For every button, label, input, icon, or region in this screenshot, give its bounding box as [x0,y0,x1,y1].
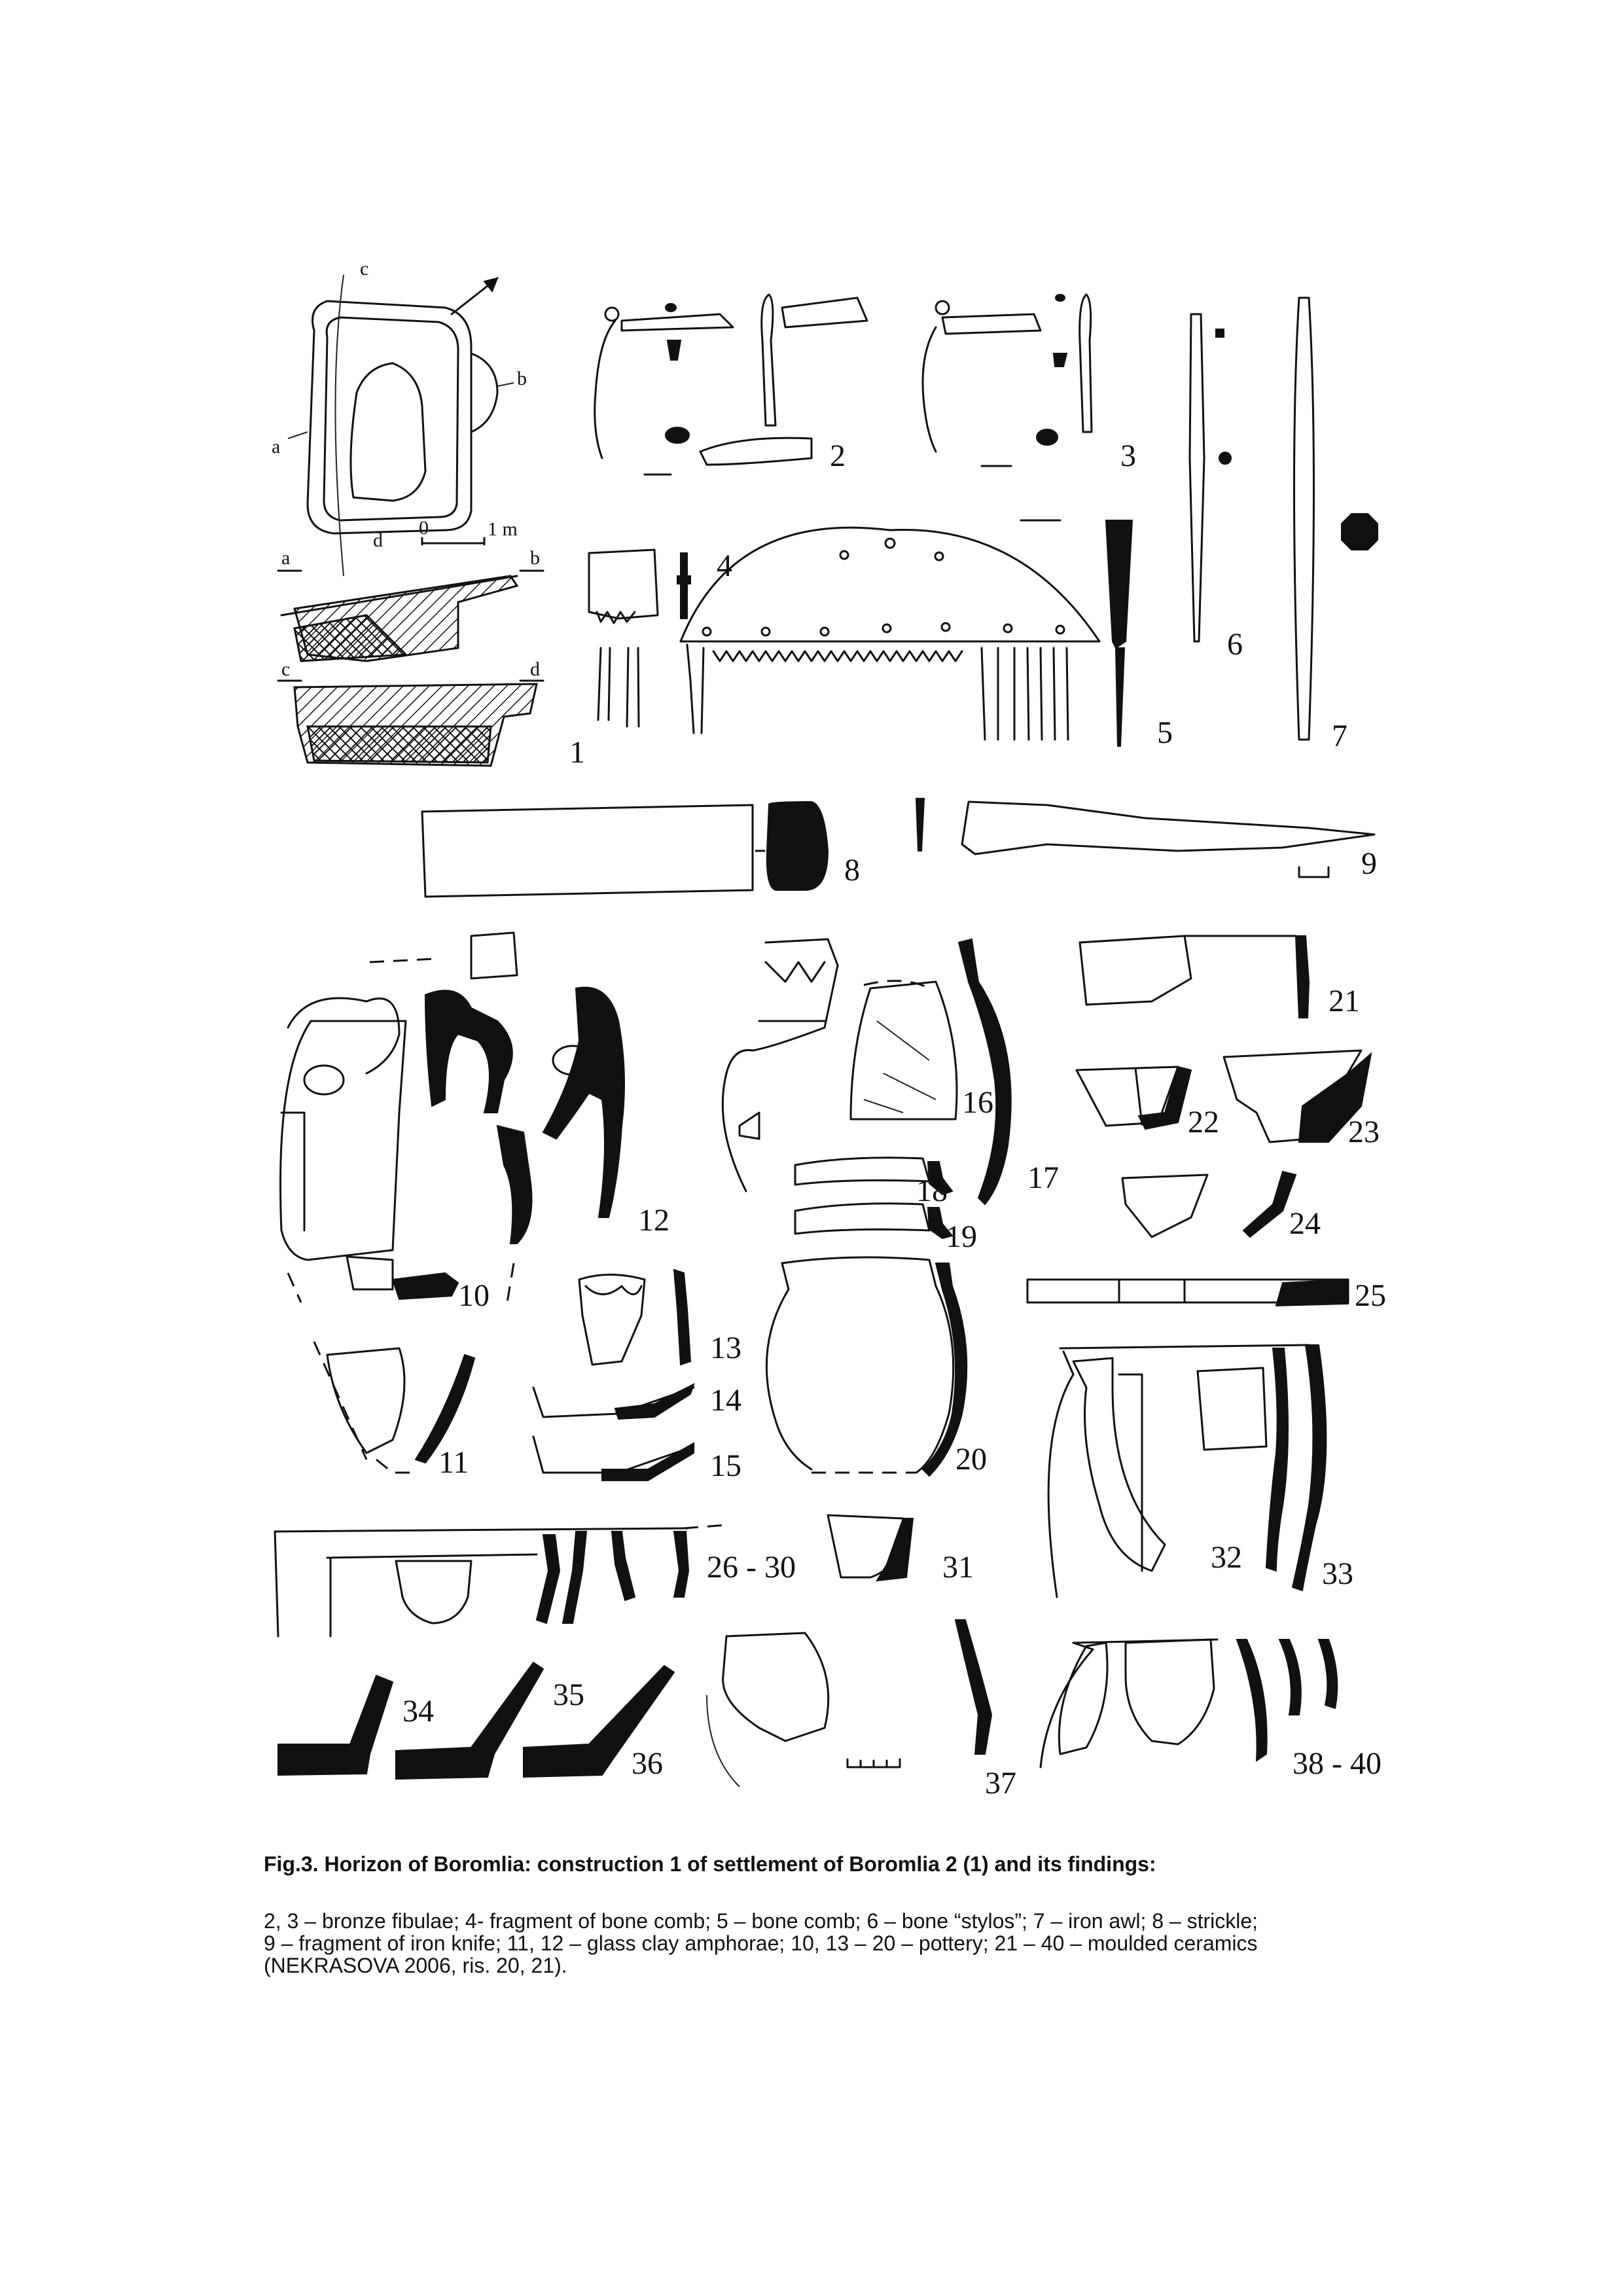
bone-stylus-5-side [1105,520,1133,747]
label-5: 5 [1157,715,1173,750]
iron-awl-7 [1293,296,1378,741]
pottery-16-17 [721,938,1012,1206]
moulded-ceramic-37 [706,1619,993,1787]
label-21: 21 [1329,984,1360,1018]
label-34: 34 [402,1694,434,1729]
construction-plan [287,274,514,577]
label-8: 8 [844,853,860,888]
plan-letter-a: a [272,436,280,457]
caption-line-2: 9 – fragment of iron knife; 11, 12 – gla… [264,1931,1258,1955]
label-23: 23 [1348,1115,1380,1149]
label-15: 15 [710,1448,741,1483]
label-32: 32 [1211,1540,1242,1575]
caption-line-3: (NEKRASOVA 2006, ris. 20, 21). [264,1954,567,1977]
label-38-40: 38 - 40 [1293,1746,1382,1781]
section-letter-c: c [281,658,290,680]
label-31: 31 [942,1550,974,1585]
moulded-ceramics-38-40 [1039,1638,1338,1768]
bone-comb-fragment-4 [588,548,691,728]
plan-letter-d: d [373,529,383,551]
label-1: 1 [569,735,585,770]
section-letter-b: b [530,547,540,569]
plan-letter-c: c [360,258,368,279]
plan-scale-label: 1 m [488,518,518,540]
label-7: 7 [1332,719,1347,753]
label-16: 16 [962,1085,993,1120]
label-6: 6 [1227,627,1243,662]
label-18: 18 [916,1174,948,1208]
moulded-ceramics-34-36 [277,1661,675,1780]
strickle-8 [421,800,829,898]
plan-scale-zero: 0 [419,517,429,539]
bronze-fibula-3 [921,293,1093,467]
label-2: 2 [830,439,846,473]
label-25: 25 [1355,1278,1386,1313]
glass-clay-amphora-10-11-12 [279,931,625,1474]
label-3: 3 [1120,439,1136,473]
pottery-13-14-15 [532,1268,695,1481]
section-ab [277,569,544,662]
label-19: 19 [946,1219,977,1254]
label-33: 33 [1322,1556,1353,1591]
label-9: 9 [1361,846,1377,881]
moulded-ceramics-26-31 [274,1514,914,1638]
bone-stylos-6 [1188,313,1232,643]
label-22: 22 [1188,1105,1219,1139]
figure-caption-body: 2, 3 – bronze fibulae; 4- fragment of bo… [264,1910,1376,1977]
pottery-18-19-20 [765,1157,968,1477]
label-11: 11 [438,1445,469,1480]
label-20: 20 [955,1442,987,1477]
label-37: 37 [985,1766,1016,1801]
label-13: 13 [710,1331,741,1365]
label-24: 24 [1289,1206,1321,1241]
section-letter-d: d [530,658,540,680]
moulded-ceramics-32-33 [1047,1344,1327,1598]
section-letter-a: a [281,547,290,569]
plan-letter-b: b [517,368,527,389]
figure-caption-title: Fig.3. Horizon of Boromlia: construction… [264,1852,1156,1876]
label-14: 14 [710,1383,741,1418]
label-35: 35 [553,1677,584,1712]
caption-line-1: 2, 3 – bronze fibulae; 4- fragment of bo… [264,1909,1258,1933]
label-17: 17 [1027,1160,1059,1195]
label-10: 10 [458,1278,490,1313]
label-36: 36 [632,1746,663,1781]
section-cd [277,679,544,767]
moulded-ceramics-21-25 [1026,935,1372,1307]
label-26-30: 26 - 30 [707,1550,796,1585]
label-12: 12 [638,1203,669,1238]
bone-comb-5 [679,519,1101,741]
iron-knife-9 [915,798,1376,878]
bronze-fibula-2 [594,293,868,476]
